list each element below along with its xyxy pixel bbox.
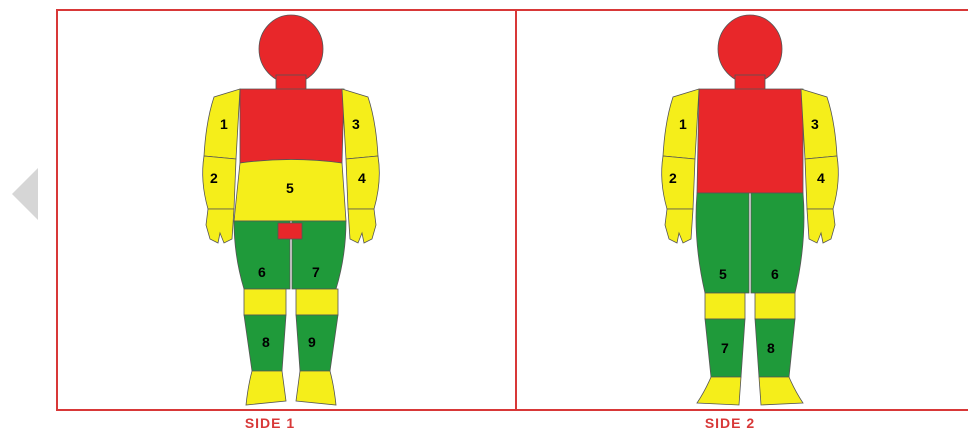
hand-left <box>665 209 693 243</box>
knee-left <box>705 293 745 319</box>
side-1-panel: 1 2 3 4 5 6 7 8 9 <box>56 9 518 411</box>
region-1-label: 1 <box>679 116 687 132</box>
forearm-2 <box>662 156 695 209</box>
region-4-label: 4 <box>817 170 825 186</box>
side-2-panel: 1 2 3 4 5 6 7 8 <box>515 9 968 411</box>
foot-left <box>697 377 741 405</box>
region-2-label: 2 <box>669 170 677 186</box>
region-3-label: 3 <box>352 116 360 132</box>
knee-right <box>296 289 338 315</box>
back-region <box>697 89 803 193</box>
region-8-label: 8 <box>262 334 270 350</box>
groin-marker <box>278 223 302 239</box>
foot-right <box>296 371 336 405</box>
side-1-body-diagram: 1 2 3 4 5 6 7 8 9 <box>58 11 520 413</box>
region-4-label: 4 <box>358 170 366 186</box>
calf-8 <box>755 319 795 377</box>
chest-region <box>240 89 344 163</box>
prev-arrow-icon[interactable] <box>0 0 56 436</box>
hand-left <box>206 209 234 243</box>
foot-left <box>246 371 286 405</box>
region-7-label: 7 <box>721 340 729 356</box>
region-9-label: 9 <box>308 334 316 350</box>
region-8-label: 8 <box>767 340 775 356</box>
upper-arm-3 <box>801 89 837 159</box>
region-6-label: 6 <box>771 266 779 282</box>
knee-right <box>755 293 795 319</box>
region-5-label: 5 <box>719 266 727 282</box>
side-2-body-diagram: 1 2 3 4 5 6 7 8 <box>517 11 968 413</box>
region-3-label: 3 <box>811 116 819 132</box>
knee-left <box>244 289 286 315</box>
region-5-label: 5 <box>286 180 294 196</box>
side-2-caption: SIDE 2 <box>630 415 830 431</box>
shin-9 <box>296 315 338 371</box>
hand-right <box>348 209 376 243</box>
upper-arm-3 <box>342 89 378 159</box>
foot-right <box>759 377 803 405</box>
region-1-label: 1 <box>220 116 228 132</box>
forearm-2 <box>203 156 236 209</box>
side-1-caption: SIDE 1 <box>170 415 370 431</box>
region-6-label: 6 <box>258 264 266 280</box>
hand-right <box>807 209 835 243</box>
region-2-label: 2 <box>210 170 218 186</box>
head <box>718 15 782 83</box>
head <box>259 15 323 83</box>
region-7-label: 7 <box>312 264 320 280</box>
